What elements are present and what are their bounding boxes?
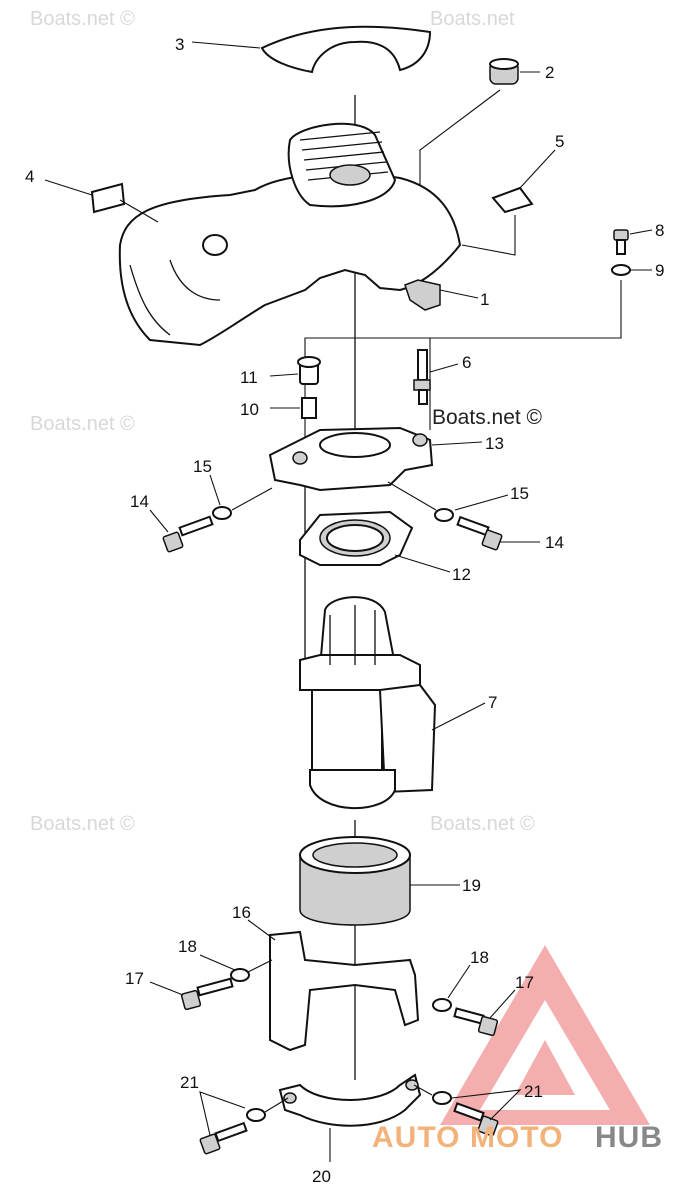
watermark-lower-right: Boats.net © (430, 813, 535, 835)
part-17-right-bolt (453, 1007, 499, 1037)
label-21-left: 21 (180, 1073, 199, 1092)
label-2: 2 (545, 63, 554, 82)
automotohub-wordmark: AUTO MOTO HUB (372, 1121, 663, 1154)
label-4: 4 (25, 167, 34, 186)
label-16: 16 (232, 903, 251, 922)
watermark-top-right: Boats.net (430, 8, 515, 30)
leader-14-left (149, 509, 169, 533)
part-15-left-washer (212, 506, 232, 520)
leader-21-right (451, 1089, 522, 1121)
part-21-left-hardware (199, 1108, 266, 1155)
leader-18-right (447, 964, 471, 999)
part-3-seal (260, 25, 432, 74)
leader-18-left-b (247, 959, 273, 973)
part-15-right-washer (434, 508, 454, 522)
label-10: 10 (240, 400, 259, 419)
leader-4 (44, 179, 93, 196)
leader-21-left (199, 1091, 246, 1136)
brand-auto: AUTO (372, 1121, 460, 1154)
watermark-lower-left: Boats.net © (30, 813, 135, 835)
part-21-right-hardware (432, 1091, 499, 1137)
leader-17-left (149, 981, 184, 996)
leader-6 (429, 363, 459, 373)
leader-3 (191, 41, 261, 49)
watermark-top-left: Boats.net © (30, 8, 135, 30)
leader-11 (269, 373, 299, 377)
part-7-starter-motor (299, 596, 437, 810)
label-7: 7 (488, 693, 497, 712)
part-5-decal (491, 186, 534, 214)
leader-4b (119, 199, 159, 223)
part-17-left-bolt (180, 977, 234, 1011)
part-1-cover (118, 122, 462, 347)
label-15-left: 15 (193, 457, 212, 476)
label-5: 5 (555, 132, 564, 151)
part-14-left-bolt (162, 515, 214, 553)
part-13-bracket (268, 426, 434, 492)
part-16-bracket (269, 930, 420, 1052)
automotohub-logo-icon (440, 945, 650, 1125)
leader-5-line (461, 215, 516, 256)
part-12-gasket (299, 510, 414, 566)
part-18-right-washer (432, 998, 452, 1012)
part-8-screw (613, 229, 629, 255)
label-11: 11 (240, 368, 258, 387)
part-14-right-bolt (456, 515, 503, 551)
label-3: 3 (175, 35, 184, 54)
leader-5 (519, 149, 556, 189)
part-18-left-washer (230, 968, 250, 982)
brand-moto: MOTO (470, 1121, 563, 1154)
part-4-decal (90, 182, 126, 214)
label-9: 9 (655, 261, 664, 280)
label-21-right: 21 (524, 1082, 543, 1101)
part-2-grommet (489, 58, 519, 85)
leader-7 (431, 702, 486, 731)
label-15-right: 15 (510, 484, 529, 503)
label-20: 20 (312, 1167, 331, 1186)
label-17-left: 17 (125, 969, 144, 988)
part-6-stud (413, 349, 431, 405)
leader-15-left (209, 474, 221, 506)
brand-hub: HUB (595, 1121, 663, 1154)
leader-12 (394, 554, 451, 573)
part-19-collar (299, 836, 411, 926)
leader-8 (629, 229, 653, 235)
watermark-mid-left: Boats.net © (30, 413, 135, 435)
label-13: 13 (485, 434, 504, 453)
part-11-bushing (297, 356, 321, 385)
leader-15-right (454, 494, 509, 511)
leader-18-left (199, 954, 236, 971)
label-19: 19 (462, 876, 481, 895)
label-8: 8 (655, 221, 664, 240)
part-20-strap (278, 1073, 422, 1127)
leader-16 (247, 919, 276, 941)
part-10-sleeve (301, 397, 317, 419)
label-17-right: 17 (515, 973, 534, 992)
leader-17-right (489, 989, 516, 1019)
label-12: 12 (452, 565, 471, 584)
label-6: 6 (462, 353, 471, 372)
leader-1 (439, 289, 479, 299)
watermark-mid-right: Boats.net © (432, 406, 543, 429)
label-14-left: 14 (130, 492, 149, 511)
label-14-right: 14 (545, 533, 564, 552)
label-1: 1 (480, 290, 489, 309)
label-18-left: 18 (178, 937, 197, 956)
leader-11-line (304, 337, 430, 440)
leader-21-right-b (413, 1084, 433, 1096)
part-9-washer (611, 264, 631, 276)
leader-21-left-b (264, 1097, 289, 1113)
leader-13 (431, 441, 483, 446)
label-18-right: 18 (470, 948, 489, 967)
leader-15-left-b (231, 487, 273, 511)
leader-15-right-b (387, 481, 437, 511)
